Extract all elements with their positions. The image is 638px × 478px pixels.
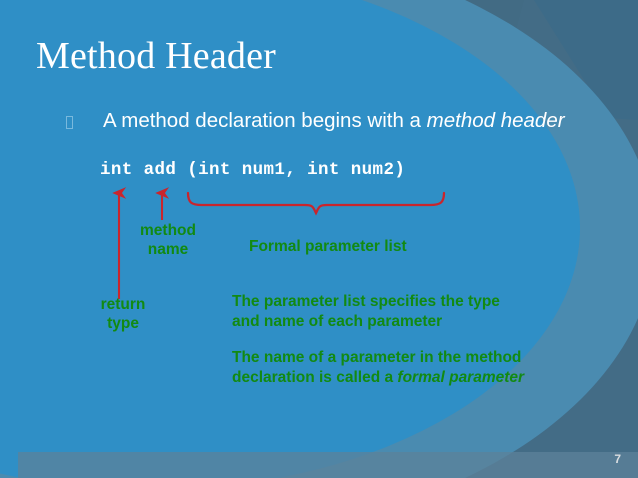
bullet-box-icon xyxy=(66,116,73,129)
bullet-text-emphasis: method header xyxy=(426,109,565,132)
body-paragraph-1-line-2: and name of each parameter xyxy=(232,312,443,330)
bullet-text-plain: A method declaration begins with a xyxy=(103,109,427,132)
body-paragraph-1: The parameter list specifies the type an… xyxy=(232,292,500,332)
body-paragraph-2-line-1: The name of a parameter in the method xyxy=(232,349,522,366)
code-signature: int add (int num1, int num2) xyxy=(100,160,406,180)
body-paragraph-2-line-2: declaration is called a formal parameter xyxy=(232,368,524,388)
body-paragraph-1-line-1: The parameter list specifies the type xyxy=(232,293,500,310)
bullet-item: A method declaration begins with a metho… xyxy=(66,109,565,133)
label-return-type: return type xyxy=(100,296,146,332)
body-paragraph-2: The name of a parameter in the method de… xyxy=(232,348,524,388)
formal-parameter-brace xyxy=(186,191,446,216)
label-formal-parameter-list: Formal parameter list xyxy=(249,238,407,255)
bullet-item-label: A method declaration begins with a metho… xyxy=(103,109,565,133)
page-number: 7 xyxy=(614,452,621,466)
page-title: Method Header xyxy=(36,35,277,77)
body-paragraph-2-plain: declaration is called a xyxy=(232,368,398,386)
label-method-name: method name xyxy=(140,222,196,258)
body-paragraph-2-emphasis: formal parameter xyxy=(397,368,525,386)
